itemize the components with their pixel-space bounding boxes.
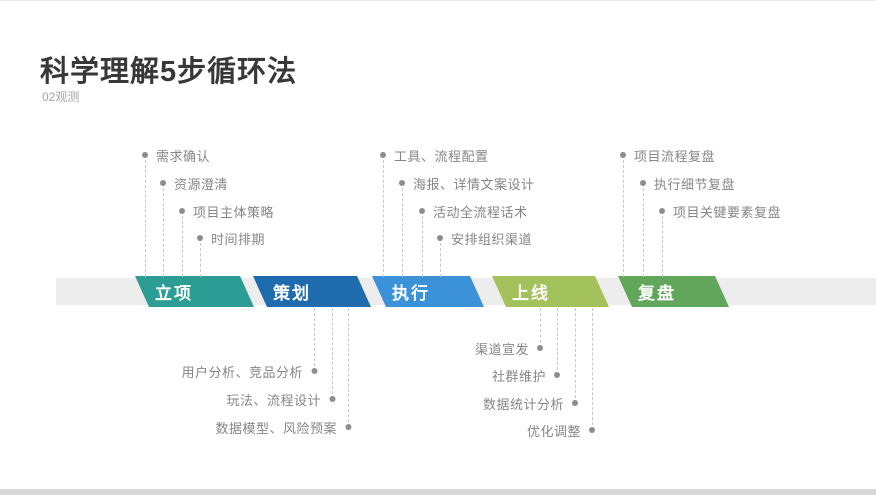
bullet-dot-icon <box>399 180 405 186</box>
bullet-dot-icon <box>537 345 543 351</box>
bullet-dot-icon <box>345 424 351 430</box>
timeline-item: 社群维护 <box>492 366 560 384</box>
window-bottom-edge <box>0 489 876 495</box>
timeline-item: 用户分析、竞品分析 <box>181 362 317 380</box>
timeline-item: 资源澄清 <box>160 174 228 192</box>
bullet-dot-icon <box>160 180 166 186</box>
timeline-step-4: 上线 <box>492 276 609 307</box>
timeline-item-label: 社群维护 <box>491 368 546 384</box>
bullet-dot-icon <box>659 208 665 214</box>
timeline-item: 活动全流程话术 <box>419 202 528 220</box>
leader-line <box>332 308 333 394</box>
leader-line <box>643 188 644 277</box>
leader-line <box>200 243 201 277</box>
bullet-dot-icon <box>437 235 443 241</box>
leader-line <box>314 308 315 366</box>
timeline-item-label: 需求确认 <box>156 148 211 164</box>
timeline-step-3: 执行 <box>372 276 484 307</box>
bullet-dot-icon <box>589 427 595 433</box>
timeline-item-label: 数据统计分析 <box>482 396 564 412</box>
timeline-item-label: 渠道宣发 <box>474 341 529 357</box>
timeline-item: 项目关键要素复盘 <box>659 202 781 220</box>
bullet-dot-icon <box>640 180 646 186</box>
timeline-item: 数据模型、风险预案 <box>215 418 351 436</box>
timeline-item-label: 项目主体策略 <box>193 204 275 220</box>
timeline-item-label: 项目关键要素复盘 <box>673 204 782 220</box>
page-subtitle: 02观测 <box>42 90 80 104</box>
timeline-step-1: 立项 <box>135 276 254 307</box>
timeline-item: 数据统计分析 <box>483 394 578 412</box>
bullet-dot-icon <box>620 152 626 158</box>
bullet-dot-icon <box>329 396 335 402</box>
timeline-item: 安排组织渠道 <box>437 229 532 247</box>
leader-line <box>383 160 384 277</box>
bullet-dot-icon <box>380 152 386 158</box>
leader-line <box>145 160 146 277</box>
leader-line <box>623 160 624 277</box>
timeline-item: 执行细节复盘 <box>640 174 735 192</box>
step-label: 策划 <box>273 284 311 303</box>
bullet-dot-icon <box>197 235 203 241</box>
leader-line <box>440 243 441 277</box>
timeline-item-label: 执行细节复盘 <box>654 176 736 192</box>
bullet-dot-icon <box>311 368 317 374</box>
leader-line <box>592 308 593 425</box>
leader-line <box>182 216 183 277</box>
timeline-item-label: 项目流程复盘 <box>634 148 716 164</box>
leader-line <box>163 188 164 277</box>
timeline-item-label: 数据模型、风险预案 <box>215 420 337 436</box>
leader-line <box>422 216 423 277</box>
timeline-item-label: 优化调整 <box>526 423 581 439</box>
timeline-item-label: 活动全流程话术 <box>433 204 528 220</box>
timeline-item: 渠道宣发 <box>475 339 543 357</box>
timeline-step-5: 复盘 <box>618 276 729 307</box>
timeline-item: 时间排期 <box>197 229 265 247</box>
timeline-item-label: 工具、流程配置 <box>394 148 489 164</box>
leader-line <box>575 308 576 398</box>
timeline-item-label: 资源澄清 <box>174 176 229 192</box>
page-title: 科学理解5步循环法 <box>40 56 298 88</box>
timeline-item: 优化调整 <box>527 421 595 439</box>
step-label: 立项 <box>155 284 193 303</box>
step-label: 上线 <box>512 284 550 303</box>
timeline-item: 需求确认 <box>142 146 210 164</box>
timeline-item: 海报、详情文案设计 <box>399 174 535 192</box>
timeline-item: 玩法、流程设计 <box>226 390 335 408</box>
timeline-item-label: 安排组织渠道 <box>451 231 533 247</box>
bullet-dot-icon <box>142 152 148 158</box>
slide-top-edge <box>0 0 876 1</box>
bullet-dot-icon <box>179 208 185 214</box>
leader-line <box>402 188 403 277</box>
timeline-item: 项目流程复盘 <box>620 146 715 164</box>
bullet-dot-icon <box>554 372 560 378</box>
leader-line <box>348 308 349 422</box>
timeline-item-label: 海报、详情文案设计 <box>413 176 535 192</box>
step-label: 复盘 <box>638 284 676 303</box>
bullet-dot-icon <box>419 208 425 214</box>
timeline-item: 工具、流程配置 <box>380 146 489 164</box>
timeline-item: 项目主体策略 <box>179 202 274 220</box>
timeline-item-label: 玩法、流程设计 <box>226 392 321 408</box>
leader-line <box>662 216 663 277</box>
leader-line <box>540 308 541 343</box>
leader-line <box>557 308 558 370</box>
timeline-item-label: 用户分析、竞品分析 <box>181 364 303 380</box>
step-label: 执行 <box>392 284 430 303</box>
bullet-dot-icon <box>572 400 578 406</box>
timeline-step-2: 策划 <box>253 276 371 307</box>
timeline-item-label: 时间排期 <box>211 231 266 247</box>
